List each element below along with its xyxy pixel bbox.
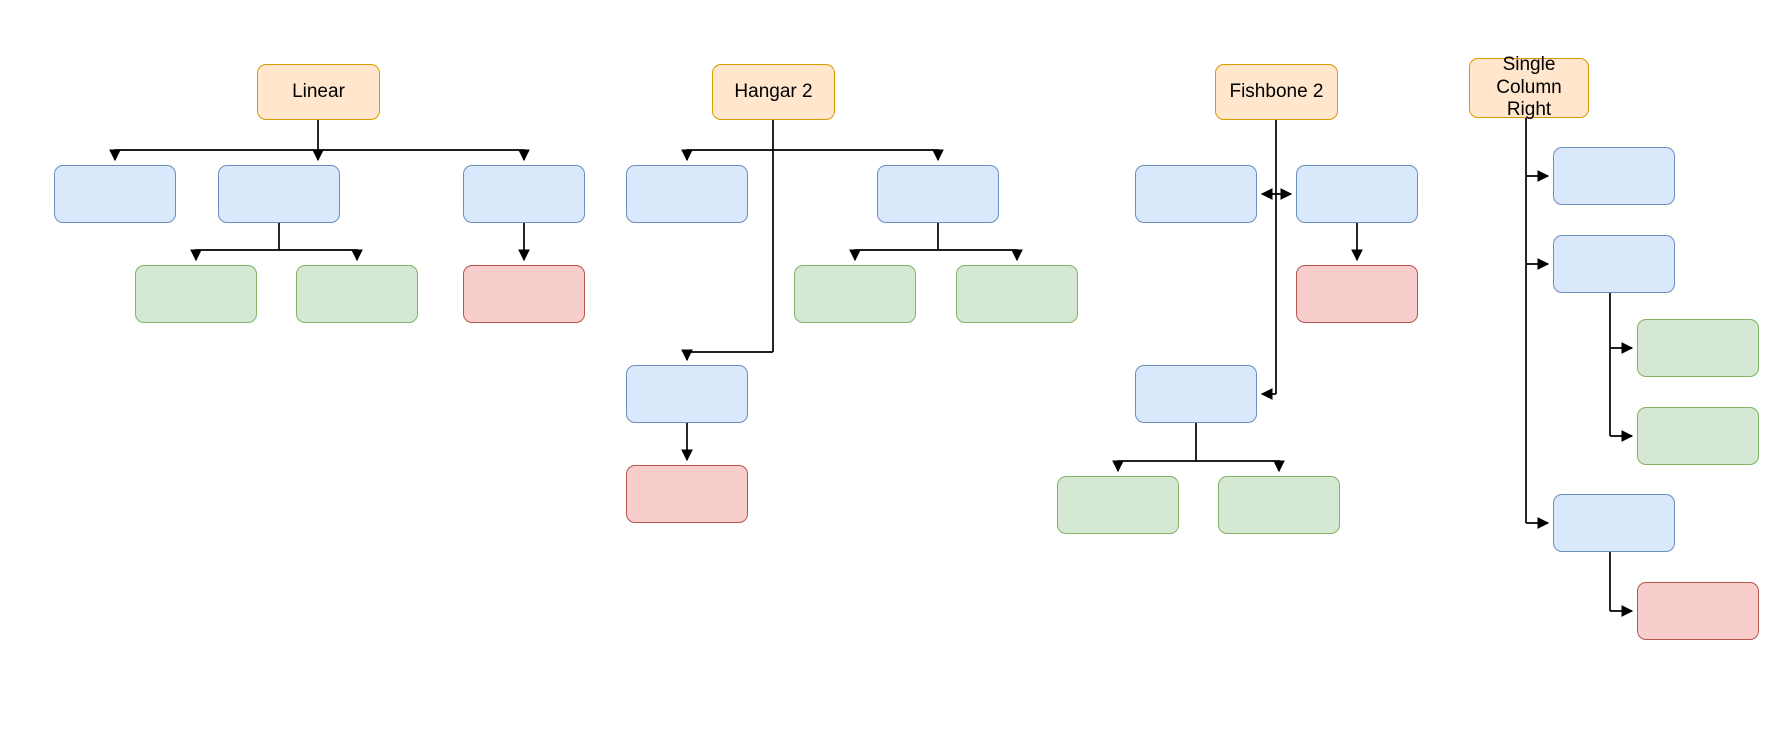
- node-label: Hangar 2: [734, 80, 813, 102]
- node-linear-blue-1[interactable]: [54, 165, 176, 223]
- node-hangar2-red-1[interactable]: [626, 465, 748, 523]
- node-single-column-right-red-1[interactable]: [1637, 582, 1759, 640]
- node-single-column-right-root[interactable]: Single Column Right: [1469, 54, 1589, 120]
- node-linear-blue-3[interactable]: [463, 165, 585, 223]
- edge-hangar-b2-g2: [938, 249, 1023, 262]
- node-hangar2-root[interactable]: Hangar 2: [712, 64, 835, 120]
- edge-hangar-root-b1: [681, 149, 773, 162]
- edge-linear-root-b1: [109, 149, 318, 162]
- node-linear-red-1[interactable]: [463, 265, 585, 323]
- node-single-column-right-green-2[interactable]: [1637, 407, 1759, 465]
- node-hangar2-blue-2[interactable]: [877, 165, 999, 223]
- edge-linear-root-b3: [318, 149, 530, 162]
- edge-fish-b3-g1: [1112, 460, 1196, 473]
- node-fishbone2-blue-2[interactable]: [1296, 165, 1418, 223]
- node-hangar2-blue-1[interactable]: [626, 165, 748, 223]
- node-label: Linear: [292, 80, 345, 102]
- edge-hangar-root-b2: [773, 149, 944, 162]
- node-fishbone2-blue-1[interactable]: [1135, 165, 1257, 223]
- node-label: Single Column Right: [1496, 54, 1562, 121]
- node-linear-green-2[interactable]: [296, 265, 418, 323]
- node-fishbone2-red-1[interactable]: [1296, 265, 1418, 323]
- node-single-column-right-green-1[interactable]: [1637, 319, 1759, 377]
- node-hangar2-green-2[interactable]: [956, 265, 1078, 323]
- node-fishbone2-green-2[interactable]: [1218, 476, 1340, 534]
- node-hangar2-green-1[interactable]: [794, 265, 916, 323]
- node-linear-blue-2[interactable]: [218, 165, 340, 223]
- edge-hangar-root-b3: [681, 349, 773, 362]
- node-fishbone2-root[interactable]: Fishbone 2: [1215, 64, 1338, 120]
- edge-linear-b2-g2: [279, 249, 363, 262]
- node-label: Fishbone 2: [1229, 80, 1324, 102]
- node-linear-green-1[interactable]: [135, 265, 257, 323]
- node-fishbone2-green-1[interactable]: [1057, 476, 1179, 534]
- edge-linear-b2-g1: [190, 249, 279, 262]
- node-single-column-right-blue-2[interactable]: [1553, 235, 1675, 293]
- node-linear-root[interactable]: Linear: [257, 64, 380, 120]
- edge-fish-b3-g2: [1196, 460, 1285, 473]
- node-single-column-right-blue-1[interactable]: [1553, 147, 1675, 205]
- edge-hangar-b2-g1: [849, 249, 938, 262]
- node-hangar2-blue-3[interactable]: [626, 365, 748, 423]
- node-fishbone2-blue-3[interactable]: [1135, 365, 1257, 423]
- node-single-column-right-blue-3[interactable]: [1553, 494, 1675, 552]
